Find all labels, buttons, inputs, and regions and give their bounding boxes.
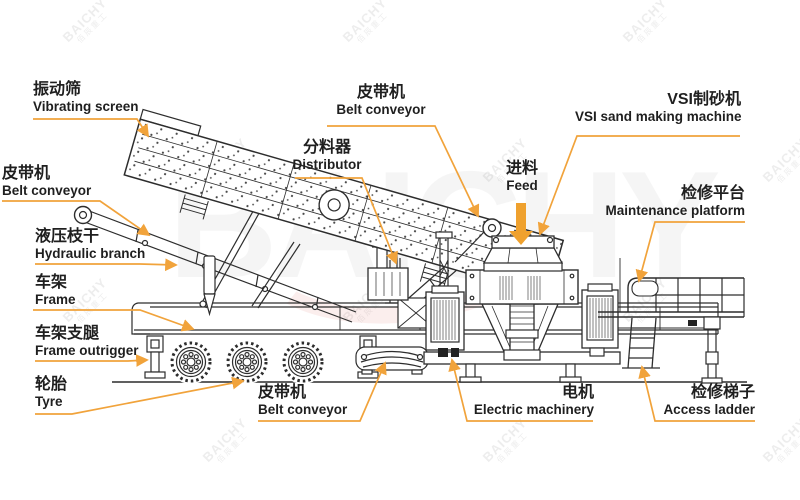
leader-frame-outrigger: [35, 354, 149, 367]
label-tyre-zh: 轮胎: [35, 376, 68, 393]
label-access-ladder: 检修梯子 Access ladder: [653, 384, 755, 417]
label-belt-conveyor-bottom: 皮带机 Belt conveyor: [258, 384, 347, 417]
label-distributor: 分料器 Distributor: [291, 139, 363, 172]
distributor-drawing: [367, 246, 409, 301]
leader-vsi-machine: [537, 135, 740, 236]
label-feed: 进料 Feed: [494, 160, 550, 193]
label-access-ladder-zh: 检修梯子: [690, 384, 755, 401]
label-hydraulic-branch-zh: 液压枝干: [35, 228, 100, 245]
label-maintenance-platform: 检修平台 Maintenance platform: [601, 185, 745, 218]
leader-belt-conveyor-top: [327, 125, 480, 218]
label-belt-conveyor-bottom-zh: 皮带机: [258, 384, 307, 401]
label-frame-outrigger: 车架支腿 Frame outrigger: [35, 325, 139, 358]
label-frame-zh: 车架: [35, 274, 68, 291]
label-hydraulic-branch: 液压枝干 Hydraulic branch: [35, 228, 145, 261]
tyre-wheels-drawing: [169, 340, 325, 384]
leader-hydraulic-branch: [35, 258, 178, 272]
label-feed-en: Feed: [506, 178, 538, 193]
label-belt-conveyor-left-en: Belt conveyor: [2, 183, 92, 198]
label-vibrating-screen-zh: 振动筛: [33, 81, 82, 98]
leader-electric-machinery: [448, 358, 593, 422]
belt-conveyor-folded-drawing: [355, 346, 429, 375]
label-hydraulic-branch-en: Hydraulic branch: [35, 246, 146, 261]
label-belt-conveyor-bottom-en: Belt conveyor: [258, 402, 348, 417]
label-frame-outrigger-zh: 车架支腿: [35, 325, 100, 342]
label-electric-machinery-en: Electric machinery: [473, 402, 594, 417]
label-distributor-en: Distributor: [292, 157, 362, 172]
label-frame: 车架 Frame: [35, 274, 76, 307]
label-maintenance-platform-zh: 检修平台: [680, 185, 745, 202]
leader-frame: [33, 309, 195, 332]
label-access-ladder-en: Access ladder: [663, 402, 755, 417]
label-tyre: 轮胎 Tyre: [35, 376, 67, 409]
label-belt-conveyor-top-zh: 皮带机: [356, 84, 405, 101]
label-distributor-zh: 分料器: [302, 139, 351, 156]
feed-arrow: [509, 203, 533, 245]
leader-distributor: [295, 177, 398, 265]
leader-belt-conveyor-bottom: [258, 361, 387, 422]
label-vsi-machine-zh: VSI制砂机: [667, 91, 741, 108]
label-vibrating-screen-en: Vibrating screen: [33, 99, 139, 114]
label-frame-en: Frame: [35, 292, 76, 307]
label-belt-conveyor-top-en: Belt conveyor: [336, 102, 426, 117]
maintenance-platform-drawing: [598, 258, 745, 384]
label-feed-zh: 进料: [505, 160, 538, 177]
label-vsi-machine: VSI制砂机 VSI sand making machine: [575, 91, 742, 124]
leader-belt-conveyor-left: [2, 200, 151, 237]
access-ladder-drawing: [622, 317, 660, 369]
label-electric-machinery: 电机 Electric machinery: [466, 384, 594, 417]
leader-maintenance-platform: [635, 221, 745, 283]
label-frame-outrigger-en: Frame outrigger: [35, 343, 139, 358]
label-electric-machinery-zh: 电机: [561, 384, 594, 401]
label-tyre-en: Tyre: [35, 394, 63, 409]
leader-vibrating-screen: [33, 118, 150, 138]
label-belt-conveyor-left-zh: 皮带机: [2, 165, 51, 182]
leader-access-ladder: [638, 365, 755, 422]
label-vsi-machine-en: VSI sand making machine: [575, 109, 742, 124]
label-vibrating-screen: 振动筛 Vibrating screen: [33, 81, 139, 114]
leader-tyre: [35, 376, 245, 415]
vsi-machine-drawing: [423, 235, 621, 383]
belt-conveyor-left-drawing: [73, 205, 357, 323]
leader-lines: [2, 118, 755, 422]
label-maintenance-platform-en: Maintenance platform: [605, 203, 745, 218]
label-belt-conveyor-top: 皮带机 Belt conveyor: [325, 84, 437, 117]
label-belt-conveyor-left: 皮带机 Belt conveyor: [2, 165, 91, 198]
